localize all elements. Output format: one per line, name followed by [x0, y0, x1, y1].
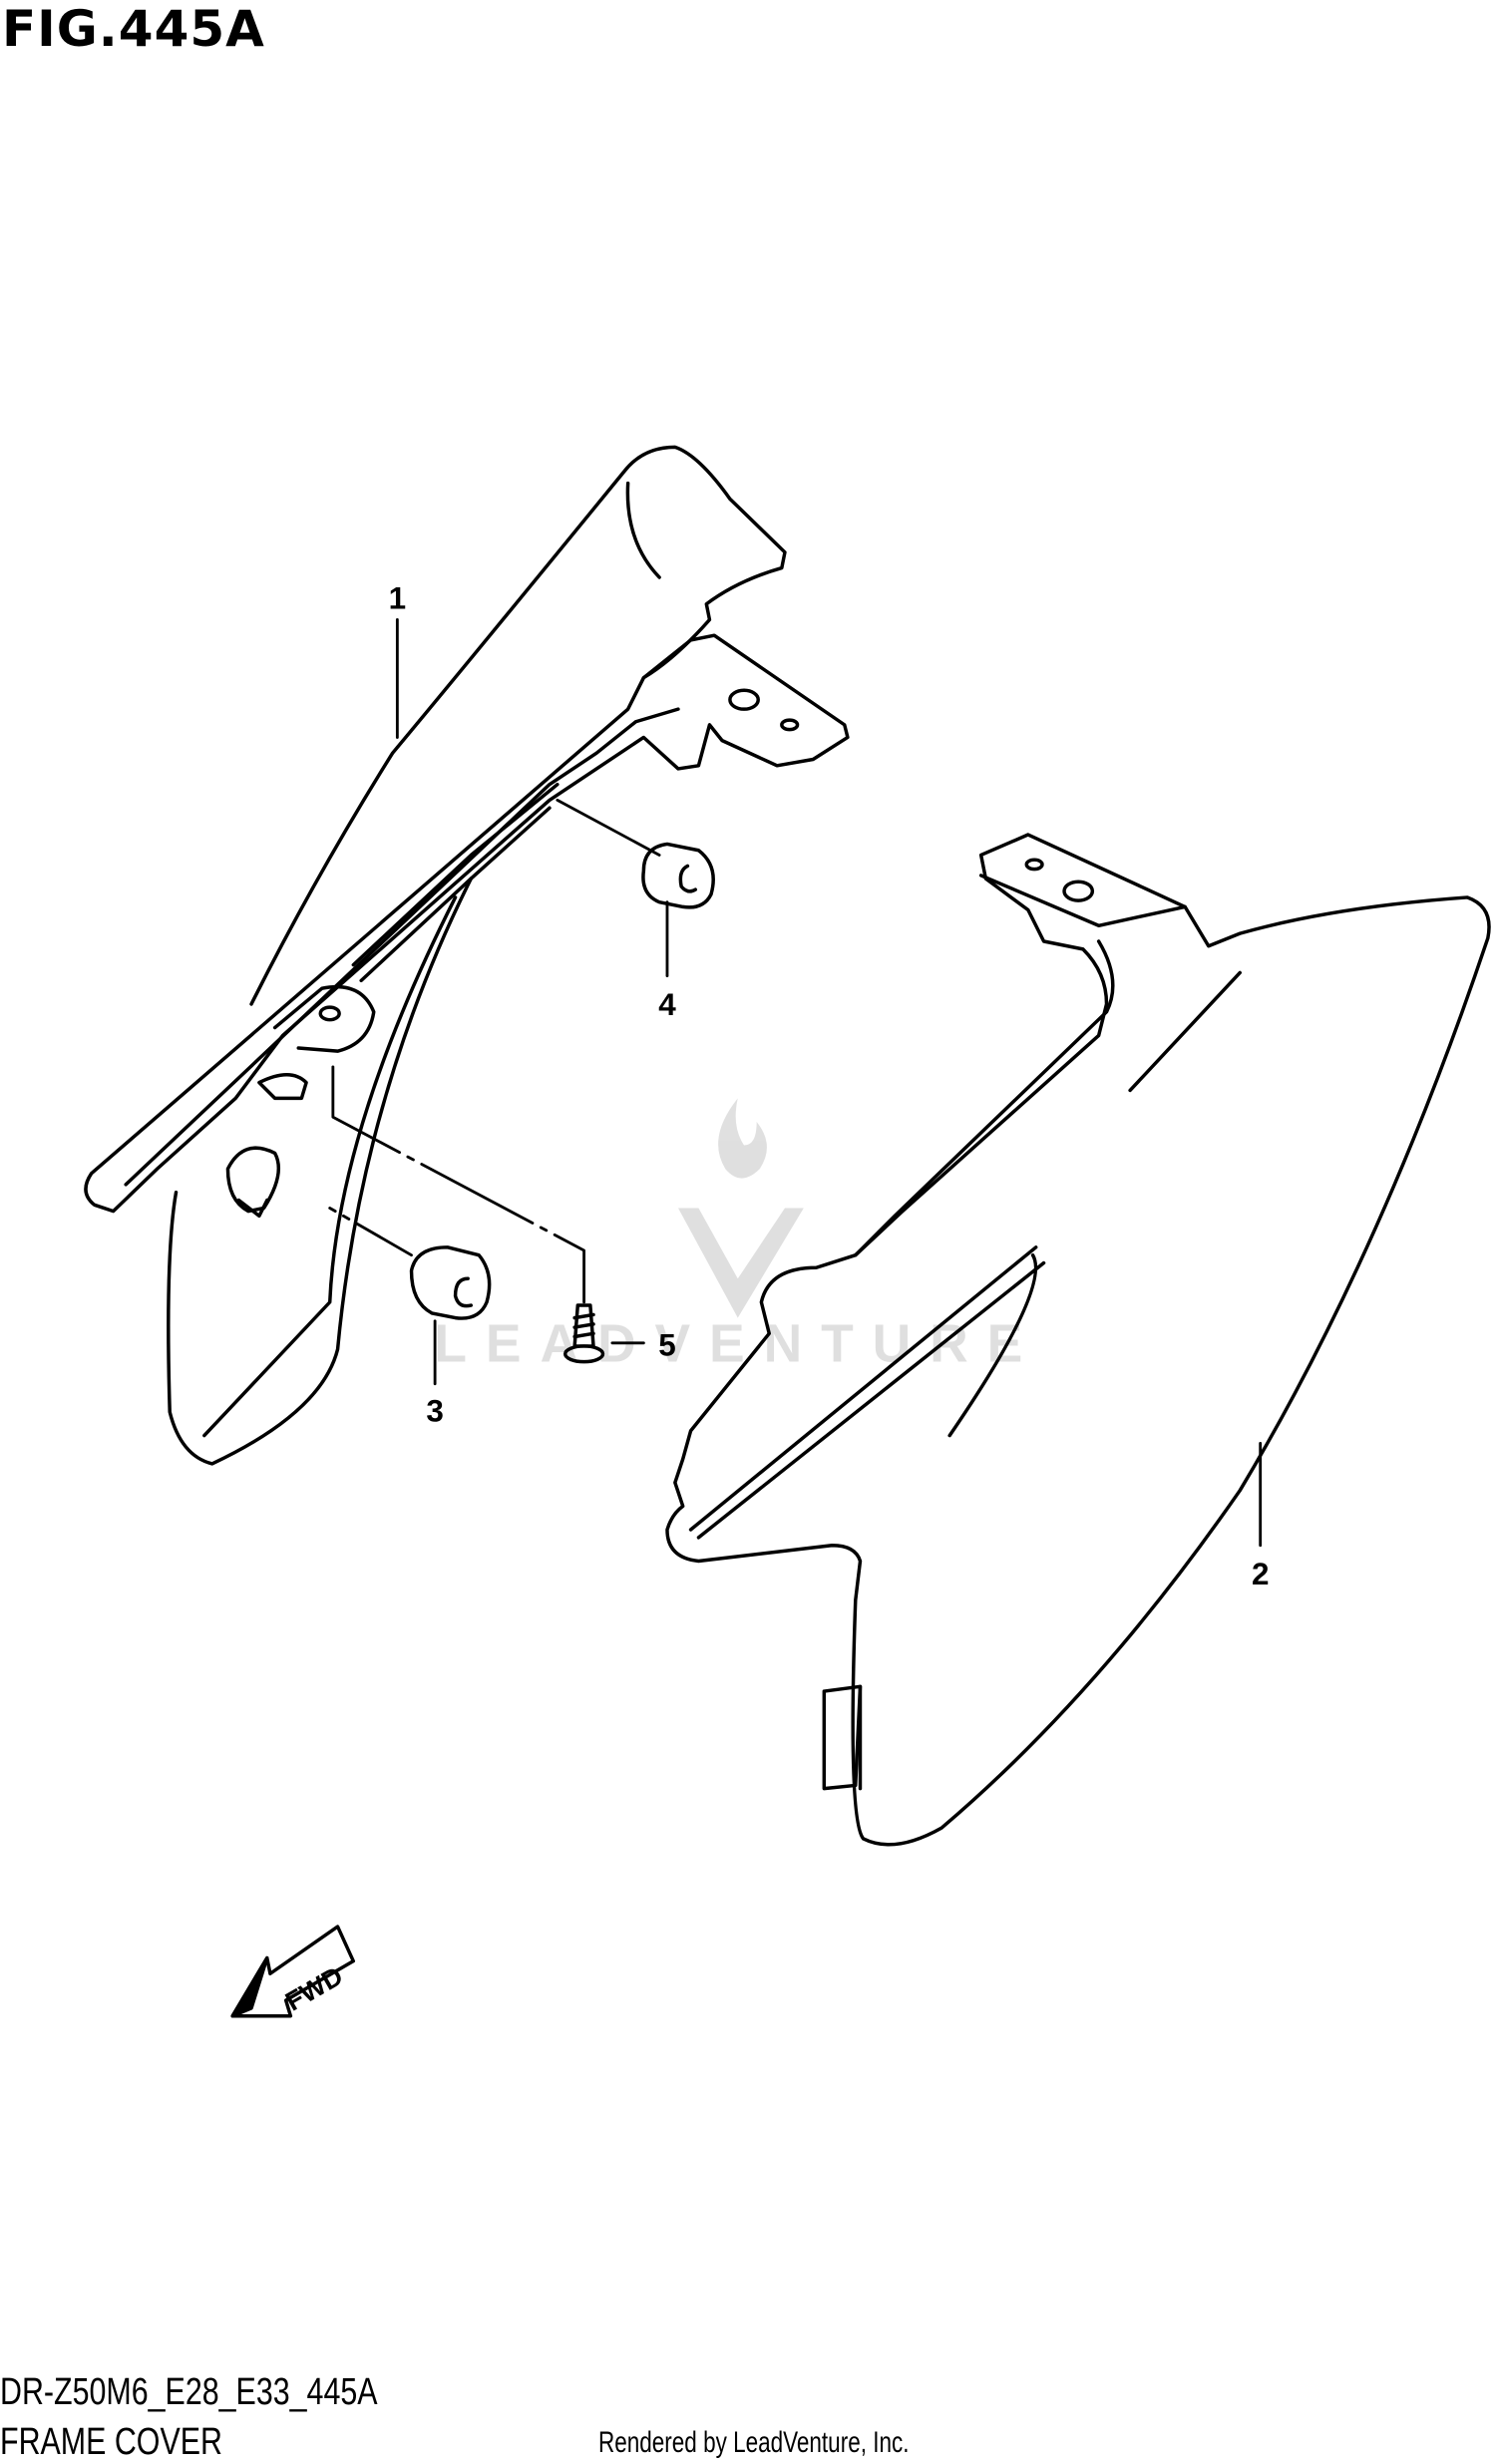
- part-3-collar: [409, 1245, 492, 1320]
- model-code: DR-Z50M6_E28_E33_445A: [0, 2371, 378, 2413]
- part-2-frame-cover-right: [665, 833, 1491, 1847]
- part-5-screw: [562, 1303, 605, 1364]
- leader-lines: [328, 618, 1263, 1548]
- section-name: FRAME COVER: [0, 2421, 222, 2463]
- watermark-logo: LEADVENTURE: [434, 1098, 1041, 1374]
- callout-4: 4: [658, 987, 676, 1022]
- callout-3: 3: [426, 1393, 444, 1428]
- credit-text: Rendered by LeadVenture, Inc.: [598, 2426, 910, 2459]
- part-1-frame-cover-left: [84, 445, 850, 1466]
- part-4-grommet: [641, 842, 715, 909]
- callout-2: 2: [1252, 1557, 1269, 1591]
- figure-title: FIG.445A: [2, 0, 265, 58]
- callout-1: 1: [389, 580, 407, 615]
- callout-5: 5: [658, 1327, 676, 1362]
- watermark-text: LEADVENTURE: [434, 1315, 1041, 1374]
- forward-arrow-icon: FWD: [230, 1925, 356, 2018]
